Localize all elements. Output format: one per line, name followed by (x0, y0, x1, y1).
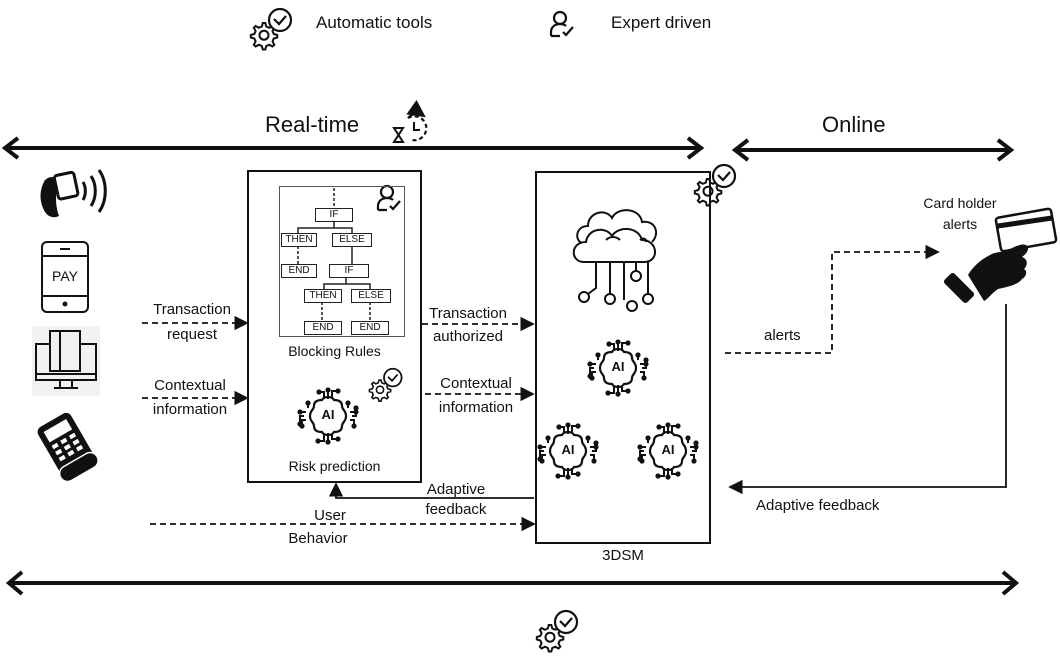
dsm-ai-label-1: AI (611, 359, 625, 374)
adaptive-feedback-mid-label-1: Adaptive (426, 481, 486, 498)
pos-terminal-icon (37, 412, 99, 483)
flow-if-1: IF (315, 208, 353, 222)
phone-pay-text: PAY (52, 268, 78, 284)
flow-end-3: END (351, 321, 389, 335)
3dsm-box (535, 171, 711, 544)
alerts-label: alerts (764, 327, 801, 344)
online-timeline-arrow (731, 138, 1015, 162)
card-holder-alerts-label-2: alerts (942, 216, 978, 232)
transaction-request-label-2: request (166, 326, 218, 343)
fraud-engine-box (247, 170, 422, 483)
online-adaptive-feedback-label: Adaptive feedback (756, 497, 880, 514)
dsm-ai-label-2: AI (561, 442, 575, 457)
transaction-request-label-1: Transaction (153, 301, 231, 318)
flow-if-2: IF (329, 264, 369, 278)
risk-ai-label: AI (321, 407, 335, 422)
3dsm-title: 3DSM (602, 547, 644, 564)
user-behavior-label-2: Behavior (288, 530, 348, 547)
user-behavior-label-1: User (314, 507, 346, 524)
flow-then-1: THEN (281, 233, 317, 247)
online-label: Online (822, 112, 886, 137)
adaptive-feedback-mid-label-2: feedback (425, 501, 487, 518)
overall-timeline-arrow (5, 570, 1020, 596)
risk-prediction-title: Risk prediction (288, 458, 381, 474)
dsm-ai-label-3: AI (661, 442, 675, 457)
automatic-tools-legend-icon (251, 9, 291, 50)
realtime-label: Real-time (265, 112, 360, 137)
flowchart-connectors (297, 188, 371, 322)
adaptive-feedback-risk-arrow (328, 482, 534, 499)
contextual-info-in-label-2: information (152, 401, 228, 418)
transaction-authorized-label-2: authorized (432, 328, 504, 345)
transaction-authorized-label-1: Transaction (429, 305, 507, 322)
contextual-info-mid-label-1: Contextual (440, 375, 512, 392)
legend-automatic-tools: Automatic tools (316, 13, 433, 32)
flow-then-2: THEN (304, 289, 342, 303)
alerts-arrow (725, 244, 940, 354)
expert-driven-legend-icon (549, 10, 575, 38)
bottom-automatic-icon (537, 611, 577, 652)
flow-else-1: ELSE (332, 233, 372, 247)
contextual-info-in-label-1: Contextual (154, 377, 226, 394)
blocking-rules-panel (279, 186, 405, 337)
online-adaptive-feedback-arrow (728, 304, 1007, 495)
blocking-rules-title: Blocking Rules (288, 343, 381, 359)
hourglass-clock-icon (392, 99, 428, 143)
flow-end-1: END (281, 264, 317, 278)
phone-pay-icon (41, 241, 89, 313)
flow-else-2: ELSE (351, 289, 391, 303)
card-holder-alerts-label-1: Card holder (923, 195, 997, 211)
cloud-network-icon (572, 209, 658, 312)
legend-expert-driven: Expert driven (611, 13, 712, 32)
hand-card-icon (943, 207, 1058, 304)
realtime-timeline-arrow (1, 136, 705, 160)
computer-card-icon (32, 326, 100, 396)
flow-end-2: END (304, 321, 342, 335)
contextual-info-mid-label-2: information (438, 399, 514, 416)
smartwatch-nfc-icon (40, 169, 107, 218)
